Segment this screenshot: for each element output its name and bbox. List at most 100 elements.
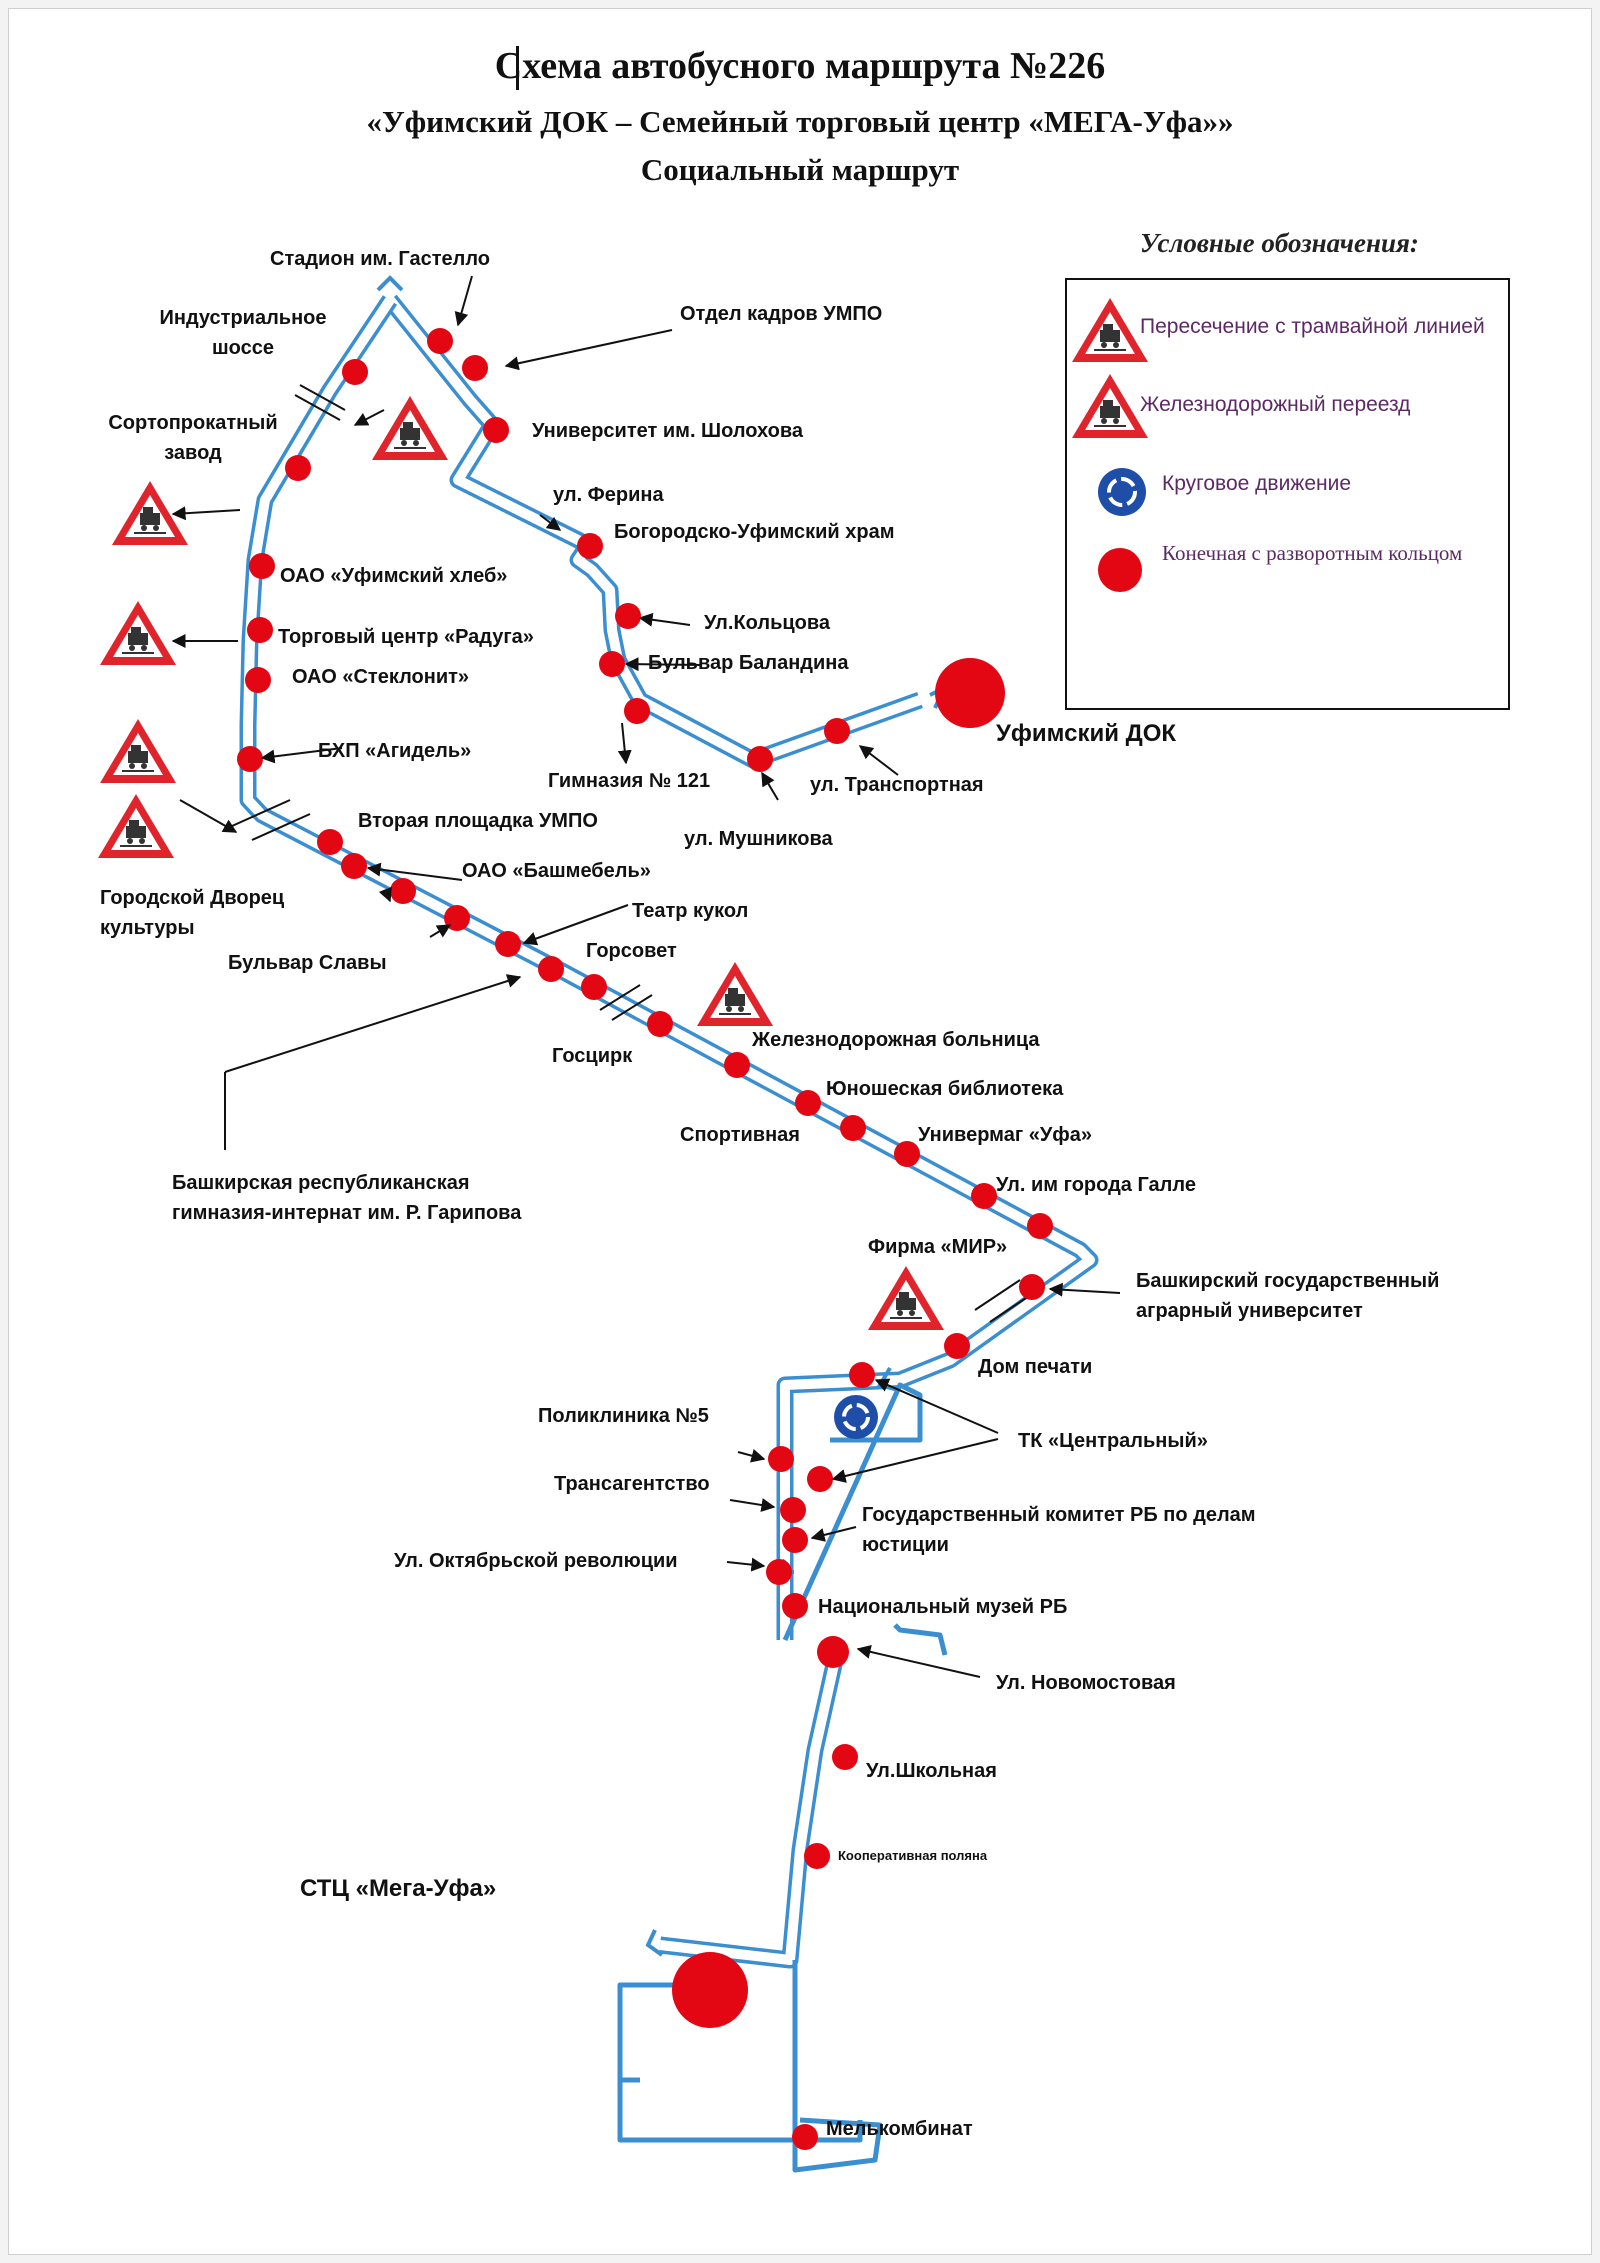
stop-dot [342,359,368,385]
stop-dot [792,2124,818,2150]
legend-terminal-loop-icon [1098,548,1142,592]
tram-crossing-icon [99,718,177,784]
tram-crossing-icon [371,395,449,461]
label-hr-department-umpo: Отдел кадров УМПО [680,303,883,325]
label-puppet-theatre: Театр кукол [632,900,749,922]
label-railway-hospital: Железнодорожная больница [752,1029,1040,1051]
stop-dot [483,417,509,443]
stop-dot [849,1362,875,1388]
stop-dot [249,553,275,579]
label-youth-library: Юношеская библиотека [826,1078,1064,1100]
stop-dot [427,328,453,354]
label-umpo-second-site: Вторая площадка УМПО [358,810,598,832]
railway-crossing-icon [97,793,175,859]
stop-dot [615,603,641,629]
text-cursor [516,46,519,90]
leader-arrows [171,275,1121,1678]
label-sportivnaya: Спортивная [680,1124,800,1146]
stop-dot [647,1011,673,1037]
label-rolling-mill: Сортопрокатный завод [108,412,278,464]
label-balandina-boulevard: Бульвар Баландина [648,652,849,674]
stop-dot [247,617,273,643]
label-october-revolution-street: Ул. Октябрьской революции [394,1550,678,1572]
legend-tram-crossing-icon [1071,297,1149,363]
label-firm-mir: Фирма «МИР» [868,1236,1008,1258]
tram-crossing-marks [231,384,1036,1323]
label-agrarian-university: Башкирский государственный аграрный унив… [1136,1270,1440,1322]
label-sholokhov-university: Университет им. Шолохова [532,420,804,442]
legend-label-tram: Пересечение с трамвайной линией [1140,315,1485,338]
stop-dot [341,853,367,879]
label-koltsova-street: Ул.Кольцова [704,612,831,634]
label-glory-boulevard: Бульвар Славы [228,952,387,974]
page-title: Схема автобусного маршрута №226 [494,45,1106,87]
label-novomostovaya-street: Ул. Новомостовая [996,1672,1176,1694]
legend-label-terminal: Конечная с разворотным кольцом [1162,541,1463,565]
stop-dot [944,1333,970,1359]
label-stadion-gastello: Стадион им. Гастелло [270,248,491,270]
label-mushnikova-street: ул. Мушникова [684,828,833,850]
stop-dot [599,651,625,677]
label-garipov-gymnasium: Башкирская республиканская гимназия-инте… [172,1172,522,1224]
label-terminal-mega-ufa: СТЦ «Мега-Уфа» [300,1875,497,1902]
label-national-museum: Национальный музей РБ [818,1596,1068,1618]
legend-label-roundabout: Круговое движение [1162,472,1352,495]
stop-dot [832,1744,858,1770]
label-city-palace-culture: Городской Дворец культуры [100,887,285,939]
terminal-mega-ufa [672,1952,748,2028]
stop-dot [768,1446,794,1472]
label-galle-city-street: Ул. им города Галле [996,1174,1196,1196]
stop-dot [245,667,271,693]
label-terminal-ufa-dok: Уфимский ДОК [996,720,1177,747]
label-bogorodsko-ufimsky-temple: Богородско-Уфимский храм [614,521,895,543]
label-justice-committee: Государственный комитет РБ по делам юсти… [862,1504,1256,1556]
label-univermag-ufa: Универмаг «Уфа» [918,1124,1093,1146]
route-type: Социальный маршрут [640,152,960,187]
stop-dot [317,829,343,855]
label-ferina-street: ул. Ферина [553,484,664,506]
stop-dot [1019,1274,1045,1300]
tram-crossing-icon [99,600,177,666]
stop-dot [747,746,773,772]
stop-dot [285,455,311,481]
label-cooperative-meadow: Кооперативная поляна [838,1848,988,1863]
stop-dot [782,1527,808,1553]
legend-roundabout-icon [1098,468,1146,516]
stop-dot [766,1559,792,1585]
stop-dot [1027,1213,1053,1239]
stop-dot [824,718,850,744]
label-industrial-highway: Индустриальное шоссе [159,307,327,359]
stop-dot [495,931,521,957]
stop-dot [462,355,488,381]
legend-railway-crossing-icon [1071,373,1149,439]
stop-dot [390,878,416,904]
label-raduga-mall: Торговый центр «Радуга» [278,626,534,648]
label-transportnaya-street: ул. Транспортная [810,774,984,796]
stop-dot [780,1497,806,1523]
label-melkombinat: Мелькомбинат [826,2118,973,2140]
terminal-ufa-dok [935,658,1005,728]
label-bhp-agidel: БХП «Агидель» [318,740,472,762]
stop-dot [804,1843,830,1869]
stop-dot [795,1090,821,1116]
route-subtitle: «Уфимский ДОК – Семейный торговый центр … [366,104,1234,139]
label-polyclinic-5: Поликлиника №5 [538,1405,709,1427]
stop-dot [782,1593,808,1619]
label-dom-pechati: Дом печати [978,1356,1093,1378]
label-tk-centralny: ТК «Центральный» [1018,1430,1208,1452]
stop-dot [817,1636,849,1668]
stop-dot [807,1466,833,1492]
stop-dot [581,974,607,1000]
stop-dot [624,698,650,724]
legend-title: Условные обозначения: [1140,228,1419,258]
label-steklonit: ОАО «Стеклонит» [292,666,470,688]
route-stops [237,328,1053,2150]
label-transagency: Трансагентство [554,1473,710,1495]
stop-dot [894,1141,920,1167]
railway-crossing-icon [696,961,774,1027]
label-gorsovet: Горсовет [586,940,677,962]
label-bashmebel: ОАО «Башмебель» [462,860,651,882]
legend-label-railway: Железнодорожный переезд [1140,393,1411,416]
stop-dot [237,746,263,772]
